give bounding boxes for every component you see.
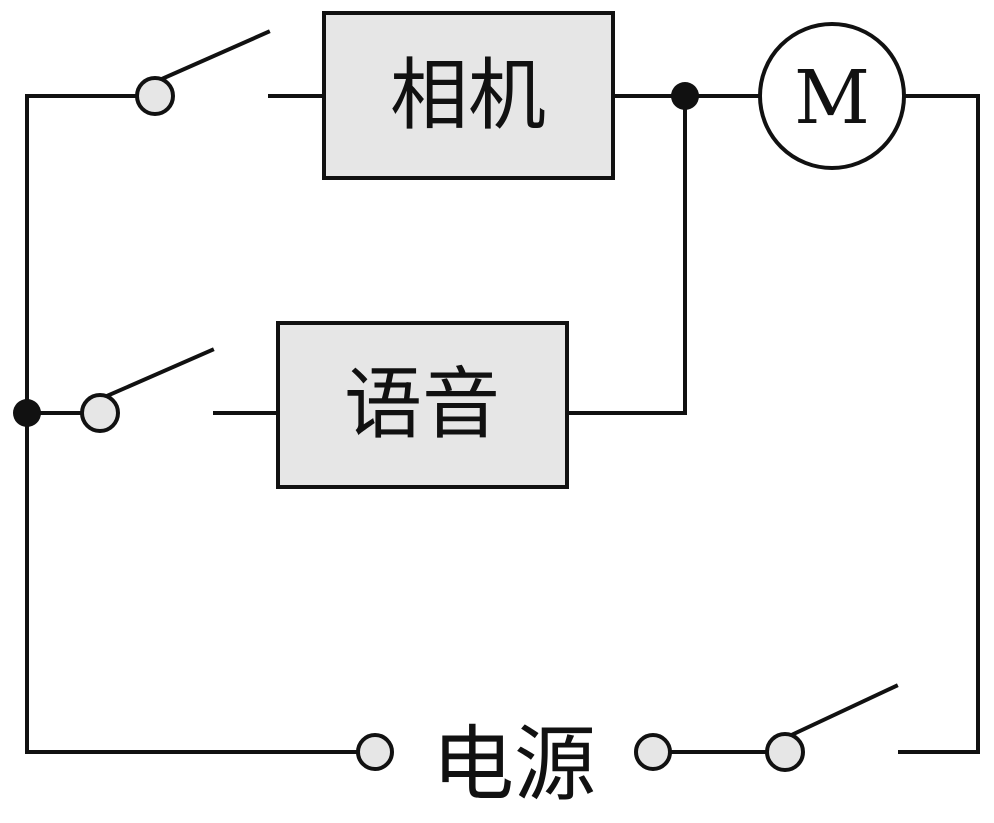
camera-box (322, 11, 615, 180)
power-terminal-left (356, 733, 394, 771)
power-terminal-right (634, 733, 672, 771)
camera-component: 相机 (322, 11, 615, 180)
top-switch-terminal (135, 76, 175, 116)
camera-label: 相机 (390, 51, 546, 141)
junction-dot-top (671, 82, 699, 110)
motor-component: M (758, 22, 906, 170)
middle-switch-terminal (80, 393, 120, 433)
power-source: 电源 (356, 718, 672, 813)
motor-circle (758, 22, 906, 170)
bottom-switch-terminal (765, 732, 805, 772)
bottom-switch (765, 683, 899, 772)
bottom-switch-blade (782, 683, 899, 741)
motor-label: M (794, 55, 870, 141)
middle-switch (80, 347, 215, 433)
junction-dot-left (13, 399, 41, 427)
voice-label: 语音 (344, 360, 500, 450)
middle-switch-blade (97, 347, 215, 402)
top-switch-blade (152, 29, 271, 85)
voice-component: 语音 (276, 321, 569, 489)
voice-box (276, 321, 569, 489)
top-switch (135, 29, 271, 116)
power-label: 电源 (432, 718, 596, 813)
